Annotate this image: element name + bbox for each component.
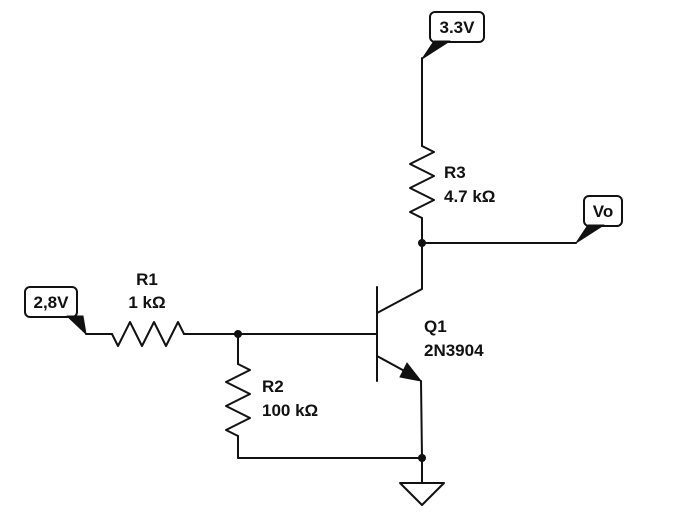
r3-value-label: 4.7 kΩ	[444, 187, 495, 206]
vin-flag-label: 2,8V	[34, 293, 70, 312]
resistor-r3: R3 4.7 kΩ	[409, 145, 495, 219]
q1-emitter-arrow	[399, 362, 423, 382]
vcc-flag-pointer	[421, 40, 451, 60]
r1-zigzag	[111, 321, 185, 347]
vin-flag-pointer	[66, 315, 87, 335]
vcc-net-flag: 3.3V	[421, 11, 485, 60]
vcc-flag-box	[429, 11, 485, 43]
wire-emitter-to-ground	[420, 380, 423, 459]
vcc-flag-label: 3.3V	[440, 18, 476, 37]
vout-flag-label: Vo	[593, 202, 613, 221]
r2-ref-label: R2	[262, 377, 284, 396]
ground-symbol	[399, 482, 445, 506]
resistor-r1: R1 1 kΩ	[111, 270, 185, 347]
q1-part-label: 2N3904	[424, 341, 484, 360]
vin-net-flag: 2,8V	[24, 286, 87, 335]
resistor-r2: R2 100 kΩ	[225, 363, 318, 437]
r3-ref-label: R3	[444, 163, 466, 182]
vin-flag-box	[24, 286, 78, 318]
r1-value-label: 1 kΩ	[128, 293, 165, 312]
transistor-q1: Q1 2N3904	[376, 286, 484, 382]
wire-r2-to-ground	[237, 435, 423, 459]
r1-ref-label: R1	[136, 270, 158, 289]
vout-flag-pointer	[575, 224, 605, 244]
vout-net-flag: Vo	[575, 195, 623, 244]
q1-ref-label: Q1	[424, 317, 447, 336]
r2-zigzag	[225, 363, 251, 437]
wire-collector	[376, 242, 423, 314]
r2-value-label: 100 kΩ	[262, 401, 318, 420]
r3-zigzag	[409, 145, 435, 219]
